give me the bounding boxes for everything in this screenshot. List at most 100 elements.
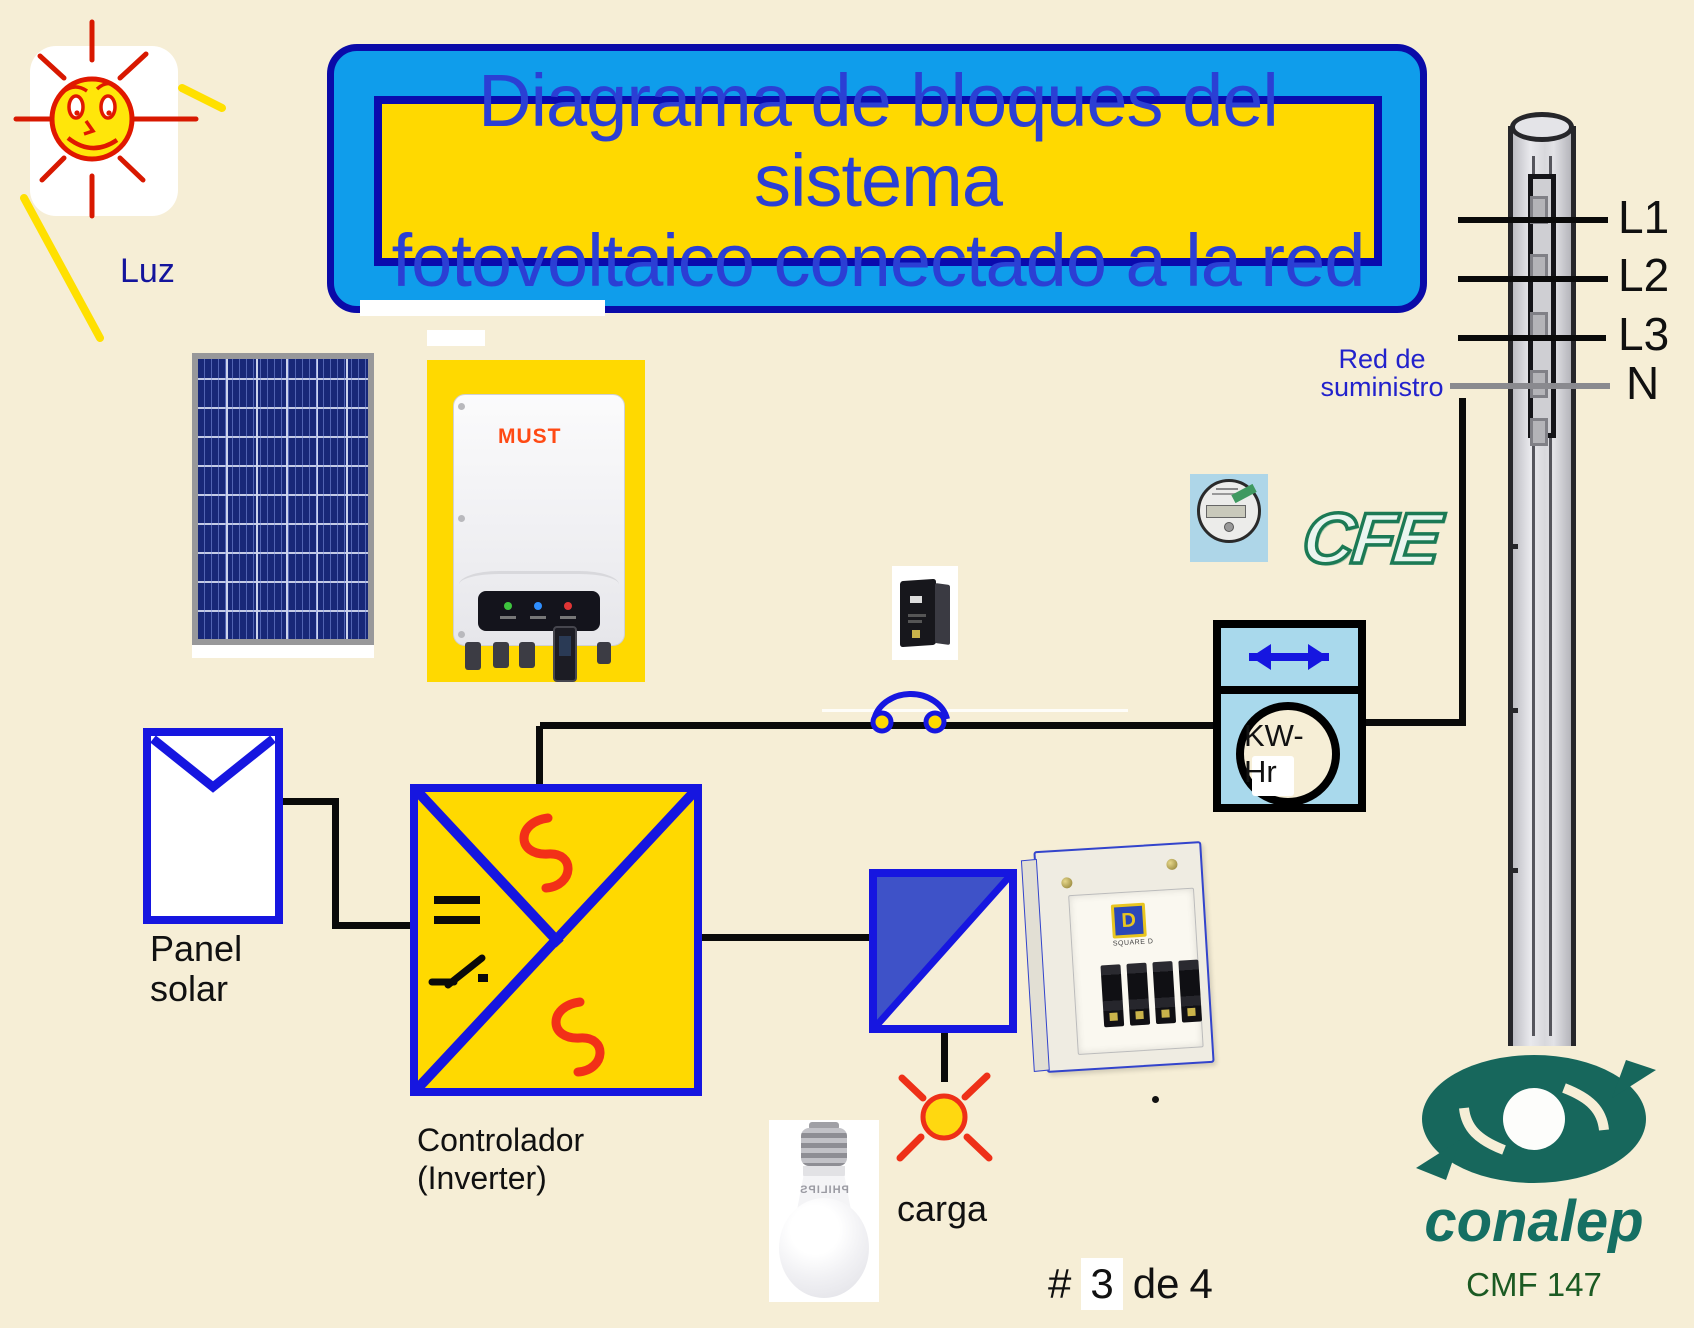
- switch-symbol-icon: [428, 954, 486, 989]
- wire-panel-to-controller: [332, 798, 339, 929]
- panel-breaker: [1152, 961, 1177, 1025]
- inverter-connector: [519, 642, 535, 668]
- grid-network-label: Red de suministro: [1312, 345, 1452, 402]
- pole-channel-line: [1549, 156, 1552, 1036]
- white-patch: [360, 300, 605, 316]
- controller-label-1: Controlador: [417, 1122, 585, 1158]
- screw-icon: [1061, 877, 1073, 889]
- breaker-toggle: [910, 596, 922, 603]
- kwh-label: KW-Hr: [1244, 718, 1304, 789]
- meter-text-bar: [1212, 493, 1242, 495]
- title-line-2: fotovoltaico conectado a la red: [391, 219, 1366, 302]
- status-led-green: [504, 602, 512, 610]
- bidirectional-arrow-icon: [1249, 644, 1329, 670]
- panel-solar-label-2: solar: [150, 968, 229, 1009]
- kwh-block-divider: [1221, 686, 1358, 694]
- squared-logo-letter: D: [1120, 908, 1137, 932]
- inverter-photo-block: MUST: [427, 360, 645, 682]
- inverter-display: [478, 591, 600, 631]
- solar-panel-photo-margin: [192, 645, 374, 658]
- philips-wordmark: PHILIPS: [799, 1184, 849, 1196]
- grid-line-L3: [1458, 335, 1606, 341]
- dc-symbol-icon: [434, 896, 480, 924]
- light-beam-icon: [20, 84, 226, 342]
- screw-icon: [458, 631, 465, 638]
- grid-line-label-L3: L3: [1618, 308, 1670, 360]
- grid-network-label-1: Red de: [1338, 344, 1426, 374]
- breaker-panel-photo: D SQUARE D: [1020, 841, 1215, 1073]
- grid-network-label-2: suministro: [1320, 372, 1444, 403]
- power-pole: [1502, 112, 1594, 1046]
- wire-controller-to-load: [702, 934, 872, 941]
- title-inner-box: Diagrama de bloques del sistema fotovolt…: [374, 61, 1382, 301]
- pole-channel-line: [1532, 156, 1535, 1036]
- conalep-wordmark: conalep: [1424, 1189, 1644, 1254]
- ac-sine-icon: [519, 813, 605, 1077]
- led-caption-bar: [560, 616, 576, 619]
- bulb-screw-cap: [801, 1128, 847, 1166]
- breaker-side: [935, 582, 950, 646]
- status-led-blue: [534, 602, 542, 610]
- white-patch: [427, 330, 485, 346]
- white-patch: [1252, 756, 1294, 796]
- wire-panel-to-controller: [332, 922, 418, 929]
- meter-screw: [1224, 522, 1234, 532]
- controller-symbol-graphics: [418, 792, 694, 1088]
- inverter-connector: [465, 642, 481, 670]
- module-screen: [559, 636, 571, 656]
- sun-light-label: Luz: [120, 252, 175, 290]
- page-separator: de: [1132, 1260, 1180, 1307]
- inverter-connector: [493, 642, 509, 668]
- wire-meter-to-pole: [1459, 398, 1466, 723]
- controller-symbol: [410, 784, 702, 1096]
- lamp-icon: [896, 1072, 993, 1162]
- load-symbol-diagonal: [877, 877, 1009, 1025]
- inverter-wifi-module: [553, 626, 577, 682]
- wire-panel-to-controller: [283, 798, 339, 805]
- load-label: carga: [897, 1188, 988, 1229]
- grid-line-L1: [1458, 217, 1608, 223]
- bulb-photo: PHILIPS: [769, 1120, 879, 1302]
- bulb-cap-button: [809, 1122, 839, 1130]
- panel-solar-label-1: Panel: [150, 928, 243, 969]
- wire-controller-to-switch: [536, 726, 543, 788]
- panel-solar-symbol: [143, 728, 283, 924]
- led-caption-bar: [530, 616, 546, 619]
- screw-icon: [458, 403, 465, 410]
- breaker-mark: [908, 614, 926, 617]
- meter-text-bar: [1216, 488, 1238, 490]
- title-line-1: Diagrama de bloques del sistema: [478, 59, 1279, 222]
- page-number: # 3 de 4: [1048, 1258, 1213, 1310]
- wire-meter-to-pole: [1366, 719, 1466, 726]
- grid-line-L2: [1458, 276, 1608, 282]
- conalep-logo-icon: [1416, 1055, 1656, 1183]
- led-caption-bar: [500, 616, 516, 619]
- controller-label-2: (Inverter): [417, 1160, 547, 1196]
- breaker-label-sticker: [912, 630, 920, 638]
- switch-contact-dot: [478, 974, 488, 982]
- page-hash: #: [1048, 1260, 1072, 1307]
- kwh-dial: KW-Hr: [1236, 702, 1340, 806]
- pole-joint: [1508, 544, 1518, 549]
- inverter-brand: MUST: [498, 425, 562, 448]
- solar-panel-photo: [192, 353, 374, 658]
- page-current: 3: [1081, 1258, 1123, 1310]
- cfe-logo: CFE: [1297, 497, 1444, 581]
- switch-symbol: [870, 690, 950, 734]
- wire-load-to-lamp: [941, 1030, 948, 1082]
- sun-icon: [13, 19, 226, 342]
- squared-logo: D: [1110, 902, 1147, 939]
- solar-panel-cells: [192, 353, 374, 645]
- panel-breaker: [1100, 964, 1125, 1028]
- breaker-photo: [892, 566, 958, 660]
- grid-line-label-N: N: [1626, 357, 1660, 409]
- pole-joint: [1508, 868, 1518, 873]
- inverter-seam: [459, 571, 619, 598]
- status-led-red: [564, 602, 572, 610]
- breaker-mark: [908, 620, 922, 623]
- grid-line-label-L1: L1: [1618, 191, 1670, 243]
- screw-icon: [458, 515, 465, 522]
- load-symbol: [869, 869, 1017, 1033]
- insulator-icon: [1530, 418, 1548, 446]
